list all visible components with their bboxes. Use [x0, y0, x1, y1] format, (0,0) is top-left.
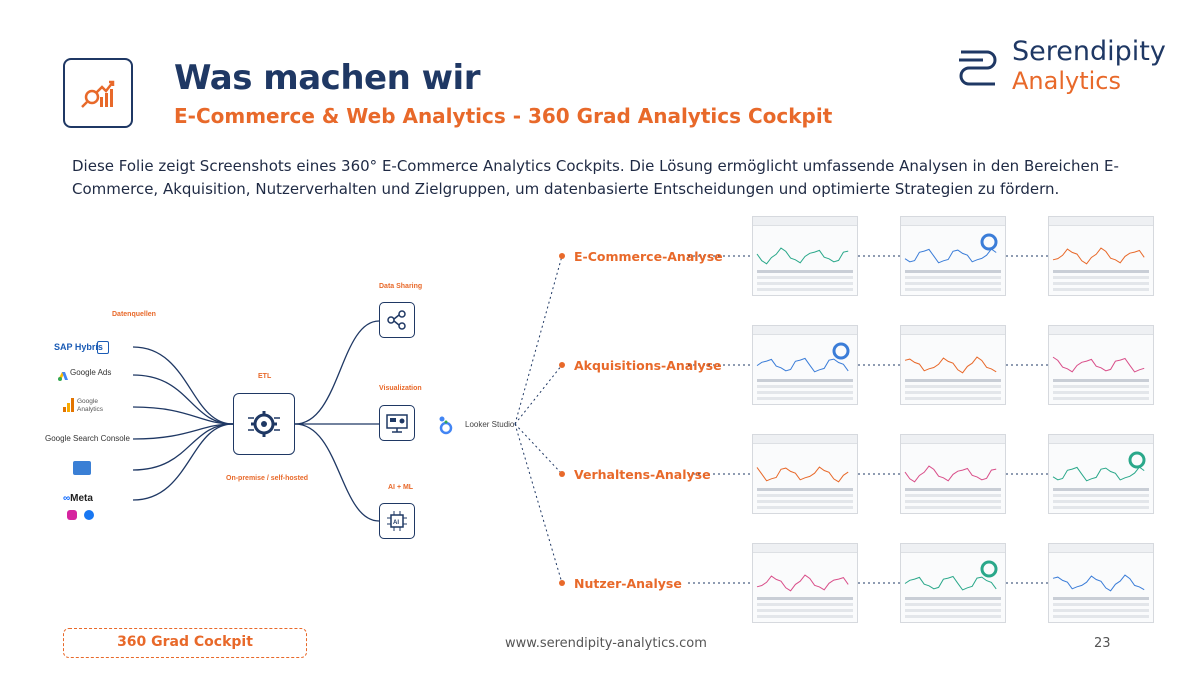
analytics-icon-box	[63, 58, 133, 128]
svg-text:AI: AI	[393, 520, 399, 526]
ai-chip-icon: AI	[387, 511, 407, 531]
screenshot-header	[1049, 217, 1153, 226]
dashboard-screenshot	[1048, 216, 1154, 296]
logo-text-analytics: Analytics	[1012, 67, 1121, 95]
dashboard-screenshot	[900, 543, 1006, 623]
logo-text-serendipity: Serendipity	[1012, 36, 1166, 67]
source-google-ads: Google Ads	[70, 368, 112, 377]
screenshot-header	[753, 326, 857, 335]
screenshot-chart	[756, 342, 853, 400]
page-number: 23	[1094, 636, 1111, 651]
share-icon	[387, 310, 406, 330]
screenshot-header	[1049, 326, 1153, 335]
source-meta: ∞Meta	[63, 493, 93, 504]
etl-label: ETL	[258, 373, 272, 380]
sources-heading: Datenquellen	[112, 311, 156, 318]
screenshot-header	[901, 435, 1005, 444]
dashboard-screenshot	[1048, 325, 1154, 405]
hosting-label: On-premise / self-hosted	[226, 475, 309, 482]
screenshot-chart	[904, 233, 1001, 291]
screenshot-header	[901, 217, 1005, 226]
analysis-user: Nutzer-Analyse	[574, 576, 682, 591]
screenshot-chart	[756, 466, 853, 509]
analysis-dot	[559, 362, 565, 368]
ai-ml-node: AI	[379, 503, 415, 539]
analysis-dot	[559, 580, 565, 586]
google-ads-icon	[57, 368, 69, 386]
source-google-search-console: Google Search Console	[45, 434, 130, 443]
screenshot-chart	[756, 247, 853, 291]
dashboard-screenshot	[752, 325, 858, 405]
screenshot-chart	[1052, 574, 1149, 618]
data-sharing-node	[379, 302, 415, 338]
dashboard-screenshot	[1048, 543, 1154, 623]
screenshot-header	[753, 217, 857, 226]
page-subtitle: E-Commerce & Web Analytics - 360 Grad An…	[174, 104, 833, 128]
screenshot-header	[753, 544, 857, 553]
etl-gear-icon	[248, 411, 280, 437]
sap-hybris-icon	[97, 341, 109, 354]
dashboard-screenshot	[1048, 434, 1154, 514]
dashboard-screenshot	[752, 543, 858, 623]
screenshot-chart	[1052, 247, 1149, 291]
analytics-chart-icon	[81, 80, 115, 108]
analysis-dot	[559, 253, 565, 259]
facebook-icon	[84, 510, 94, 520]
description-text: Diese Folie zeigt Screenshots eines 360°…	[72, 157, 1119, 198]
azure-icon	[73, 461, 91, 475]
screenshot-header	[753, 435, 857, 444]
analysis-acquisition: Akquisitions-Analyse	[574, 358, 722, 373]
source-google-analytics: Google Analytics	[77, 398, 104, 413]
dashboard-screenshot	[900, 216, 1006, 296]
google-analytics-icon	[63, 398, 75, 417]
serendipity-logo-icon	[955, 46, 1001, 91]
screenshot-header	[1049, 544, 1153, 553]
instagram-icon	[67, 510, 77, 520]
footer-url: www.serendipity-analytics.com	[505, 636, 707, 651]
dashboard-screenshot	[752, 434, 858, 514]
screenshot-header	[901, 326, 1005, 335]
screenshot-header	[901, 544, 1005, 553]
looker-studio-label: Looker Studio	[465, 420, 515, 429]
visualization-label: Visualization	[379, 385, 422, 392]
page-title: Was machen wir	[174, 58, 480, 98]
analysis-dot	[559, 471, 565, 477]
screenshot-chart	[756, 574, 853, 618]
screenshot-chart	[1052, 451, 1149, 509]
visualization-node	[379, 405, 415, 441]
etl-node	[233, 393, 295, 455]
looker-studio-icon	[437, 414, 457, 441]
screenshot-chart	[904, 465, 1001, 509]
ai-ml-label: AI + ML	[388, 484, 414, 491]
source-sap-hybris: SAP Hybris	[54, 342, 103, 352]
analysis-behavior: Verhaltens-Analyse	[574, 467, 711, 482]
dashboard-screenshot	[752, 216, 858, 296]
dashboard-screenshot	[900, 325, 1006, 405]
dashboard-screenshot	[900, 434, 1006, 514]
screenshot-header	[1049, 435, 1153, 444]
screenshot-chart	[1052, 356, 1149, 400]
monitor-icon	[386, 414, 408, 433]
cockpit-badge: 360 Grad Cockpit	[63, 628, 307, 658]
screenshot-chart	[904, 560, 1001, 618]
screenshot-chart	[904, 356, 1001, 400]
data-sharing-label: Data Sharing	[379, 283, 423, 290]
analysis-ecommerce: E-Commerce-Analyse	[574, 249, 723, 264]
